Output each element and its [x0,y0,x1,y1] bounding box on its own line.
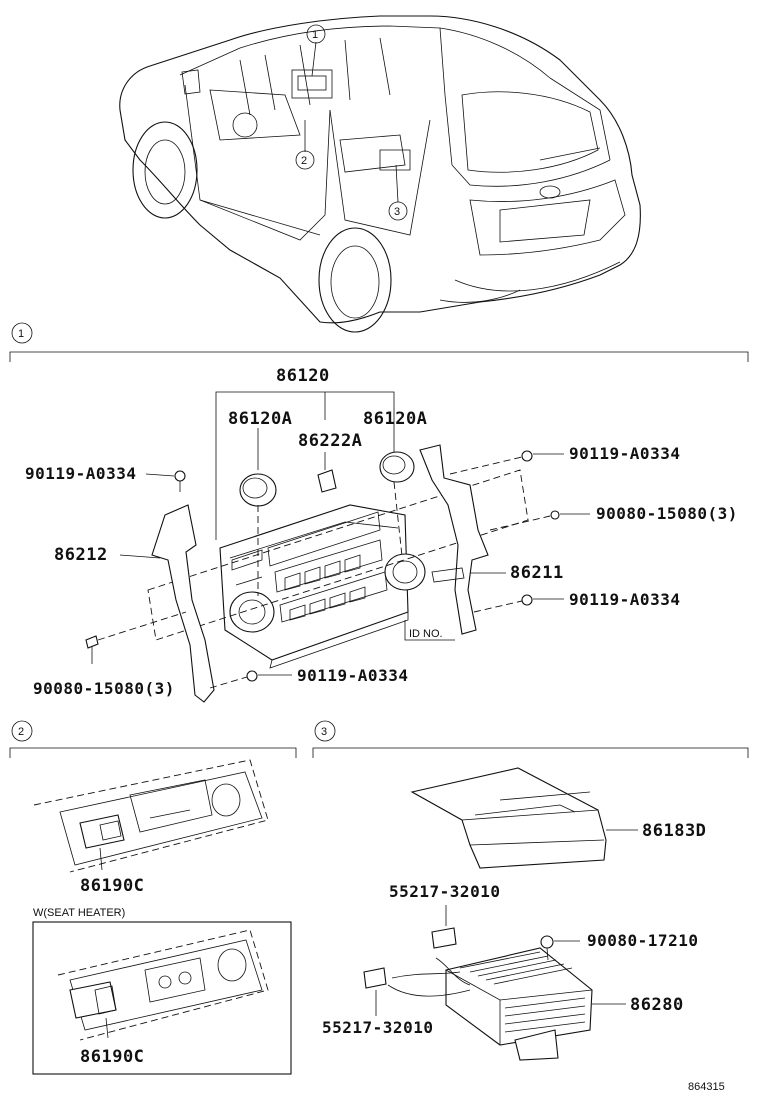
screw-90119-top-left [174,470,186,492]
screw-90119-bottom [246,670,258,682]
label-90119-top-left: 90119-A0334 [25,464,136,483]
label-86120: 86120 [276,366,330,386]
callout-2-marker [295,150,315,170]
callout-1-label: 1 [312,29,318,41]
section-3-marker [314,720,336,742]
label-86190C-top: 86190C [80,876,144,896]
section-3: 3 86183D 86280 90080-17210 [312,720,749,1061]
cover-86183D-part [410,767,607,869]
bolt-90080-left [85,635,99,664]
label-90080-15080-left: 90080-15080(3) [33,679,175,698]
label-86183D: 86183D [642,821,706,841]
section-1-marker [11,322,33,344]
label-90080-15080-right: 90080-15080(3) [596,504,738,523]
switch-86190C-part [79,814,125,849]
audio-unit-86120 [219,504,426,669]
amplifier-86280-part [445,947,593,1061]
label-90119-mid-right: 90119-A0334 [569,590,680,609]
bolt-90080-17210 [540,935,554,961]
section-1-number: 1 [18,328,24,340]
label-90119-bottom: 90119-A0334 [297,666,408,685]
vehicle-illustration: 1 2 3 [119,15,641,333]
label-86211: 86211 [510,563,564,583]
section-3-bracket [312,747,749,758]
section-2-marker [11,720,33,742]
bracket-86211-part [419,444,489,635]
section-1-bracket [9,351,749,362]
seat-heater-box [32,921,292,1075]
id-no-leader [404,620,455,641]
label-86190C-bottom: 86190C [80,1047,144,1067]
label-86280: 86280 [630,995,684,1015]
section-2: 2 86190C W(SEAT HEATER) 86190C [9,720,297,1075]
clip-86222A-part [317,469,337,493]
clip-55217-top-part [431,927,457,949]
section-2-bracket [9,747,297,758]
bracket-86212-part [151,504,215,703]
figure-id: 864315 [688,1081,725,1093]
label-86222A: 86222A [298,431,362,451]
label-90119-top-right: 90119-A0334 [569,444,680,463]
clip-55217-bottom-part [363,967,387,989]
label-86120A-right: 86120A [363,409,427,429]
bolt-90080-right [550,510,560,520]
section-3-number: 3 [321,726,327,738]
knob-right-part [379,451,415,483]
screw-90119-mid-right [521,594,533,606]
label-55217-32010-top: 55217-32010 [389,882,500,901]
switch-86190C-seat-heater-part [69,981,117,1019]
callout-2-label: 2 [301,155,307,167]
callout-1-marker [306,24,326,44]
seat-heater-note: W(SEAT HEATER) [33,907,125,919]
section-1: 1 86120 86120A 86120A 86222A [9,322,749,703]
screw-90119-top-right [521,450,533,462]
label-86120A-left: 86120A [228,409,292,429]
knob-left-part [239,473,277,507]
callout-3-label: 3 [394,206,400,218]
id-no-label: ID NO. [409,628,443,640]
label-90080-17210: 90080-17210 [587,931,698,950]
label-86212: 86212 [54,545,108,565]
section-2-number: 2 [18,726,24,738]
label-55217-32010-bottom: 55217-32010 [322,1018,433,1037]
callout-3-marker [388,201,408,221]
